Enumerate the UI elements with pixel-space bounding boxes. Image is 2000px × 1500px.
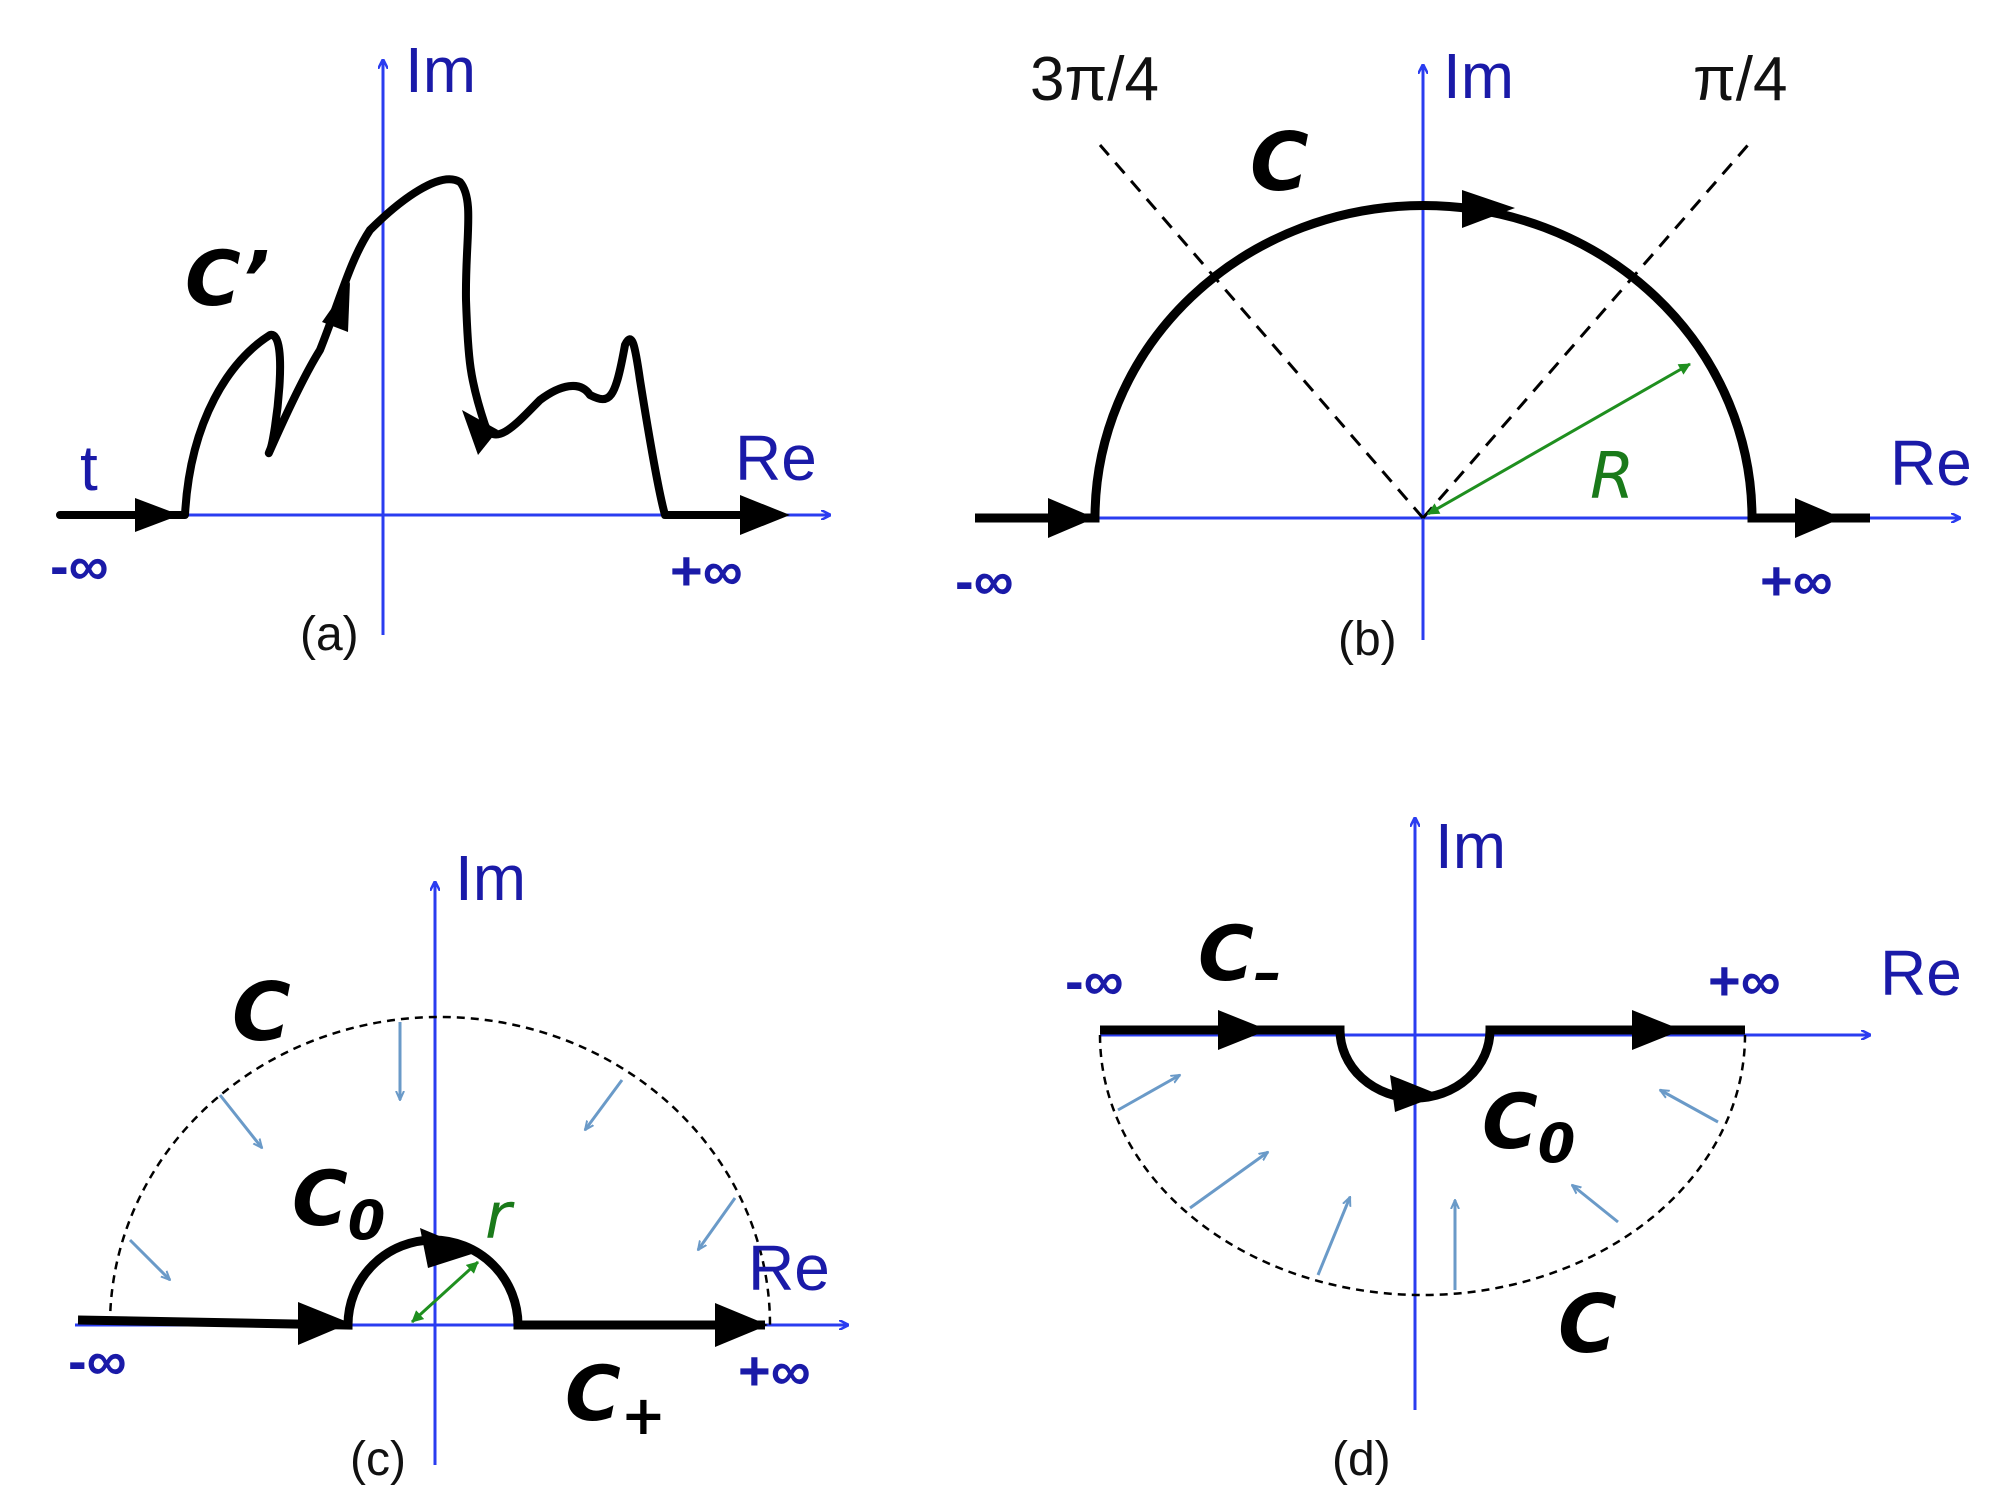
- panel-d-cminus-main: C: [1198, 909, 1254, 998]
- panel-d-pos-inf: +∞: [1708, 949, 1781, 1012]
- panel-d-arrow-c0: [1390, 1075, 1440, 1112]
- panel-a-contour-label: C’: [185, 234, 270, 323]
- panel-c-neg-inf: -∞: [68, 1329, 127, 1392]
- panel-d-inward-arrow-3: [1316, 1197, 1352, 1276]
- panel-d-c0-sub: 0: [1538, 1112, 1576, 1175]
- panel-a-neg-inf: -∞: [50, 534, 109, 597]
- panel-c-c0-label: C0: [292, 1154, 385, 1252]
- panel-c-cplus-label: C+: [565, 1349, 666, 1447]
- panel-b-arrow-top: [1462, 190, 1515, 228]
- panel-b-radius-arrow: [1427, 362, 1691, 516]
- panel-d-inward-arrow-6: [1660, 1088, 1719, 1124]
- panel-d-contour-label: C: [1558, 1278, 1617, 1371]
- panel-d-c0-label: C0: [1482, 1077, 1575, 1175]
- panel-c-cplus-main: C: [565, 1349, 621, 1438]
- panel-a-re-label: Re: [735, 422, 817, 494]
- panel-d-arrow-right: [1632, 1010, 1682, 1050]
- panel-b-im-label: Im: [1443, 40, 1514, 112]
- panel-d-big-arc: [1098, 1034, 1747, 1297]
- panel-a-arrow-down: [462, 410, 498, 455]
- panel-b-pos-inf: +∞: [1760, 549, 1833, 612]
- panel-c-inward-arrow-2: [218, 1094, 262, 1148]
- panel-d-inward-arrow-2: [1189, 1152, 1268, 1210]
- panel-d-im-label: Im: [1435, 810, 1506, 882]
- panel-b-angle-right: π/4: [1693, 45, 1787, 114]
- panel-a-arrow-right: [740, 495, 790, 535]
- panel-b-ray-3pi4: [1098, 144, 1425, 519]
- panel-b-neg-inf: -∞: [955, 549, 1014, 612]
- panel-a-im-label: Im: [405, 34, 476, 106]
- panel-d-inward-arrow-5: [1572, 1185, 1619, 1224]
- panel-d-inward-arrow-1: [1117, 1073, 1180, 1112]
- panel-b-arrow-right: [1795, 498, 1842, 538]
- panel-c-inward-arrow-5: [698, 1197, 737, 1250]
- panel-b-re-label: Re: [1890, 427, 1972, 499]
- panel-b-angle-left: 3π/4: [1030, 45, 1159, 114]
- panel-c-inward-arrow-4: [585, 1079, 624, 1130]
- panel-c-arrow-c0: [420, 1228, 478, 1268]
- panel-d-cminus-label: C–: [1198, 909, 1282, 1006]
- panel-c-cplus-sub: +: [621, 1384, 666, 1447]
- panel-b: Im Re C 3π/4 π/4 R -∞ +∞ (b): [955, 40, 1972, 666]
- panel-c-arrow-right: [715, 1303, 768, 1347]
- panel-d-cminus-sub: –: [1254, 941, 1282, 1006]
- panel-a: Im Re C’ t -∞ +∞ (a): [50, 34, 830, 661]
- panel-d-caption: (d): [1332, 1433, 1391, 1486]
- panel-b-radius-label: R: [1590, 440, 1634, 514]
- panel-c-caption: (c): [350, 1433, 406, 1486]
- panel-b-caption: (b): [1338, 613, 1397, 666]
- panel-c-arrow-left: [298, 1302, 350, 1345]
- panel-c-c0-sub: 0: [348, 1189, 386, 1252]
- panel-a-contour: [56, 175, 764, 519]
- panel-d: Im Re C– C0 C -∞ +∞ (d): [1065, 810, 1962, 1486]
- panel-c-big-arc: [108, 1015, 772, 1326]
- panel-c: Im Re C C0 r C+ -∞ +∞ (c): [68, 842, 848, 1486]
- panel-d-arrow-left: [1218, 1010, 1268, 1050]
- panel-c-im-label: Im: [455, 842, 526, 914]
- panel-c-c0-main: C: [292, 1154, 348, 1243]
- panel-c-re-label: Re: [748, 1232, 830, 1304]
- panel-b-arrow-left: [1048, 498, 1095, 538]
- panel-c-contour-label: C: [232, 966, 291, 1059]
- panel-c-radius-label: r: [485, 1180, 515, 1254]
- panel-b-contour-label: C: [1250, 116, 1309, 209]
- panel-c-radius-arrow: [410, 1260, 480, 1324]
- panel-d-c0-main: C: [1482, 1077, 1538, 1166]
- panel-a-param-label: t: [80, 432, 98, 504]
- panel-c-inward-arrow-1: [128, 1238, 170, 1280]
- panel-a-caption: (a): [300, 608, 359, 661]
- panel-a-pos-inf: +∞: [670, 539, 743, 602]
- panel-b-contour: [975, 201, 1870, 523]
- panel-d-neg-inf: -∞: [1065, 949, 1124, 1012]
- panel-d-re-label: Re: [1880, 937, 1962, 1009]
- panel-c-pos-inf: +∞: [738, 1339, 811, 1402]
- panel-a-arrow-left: [135, 498, 180, 532]
- panel-a-arrow-up: [322, 282, 350, 332]
